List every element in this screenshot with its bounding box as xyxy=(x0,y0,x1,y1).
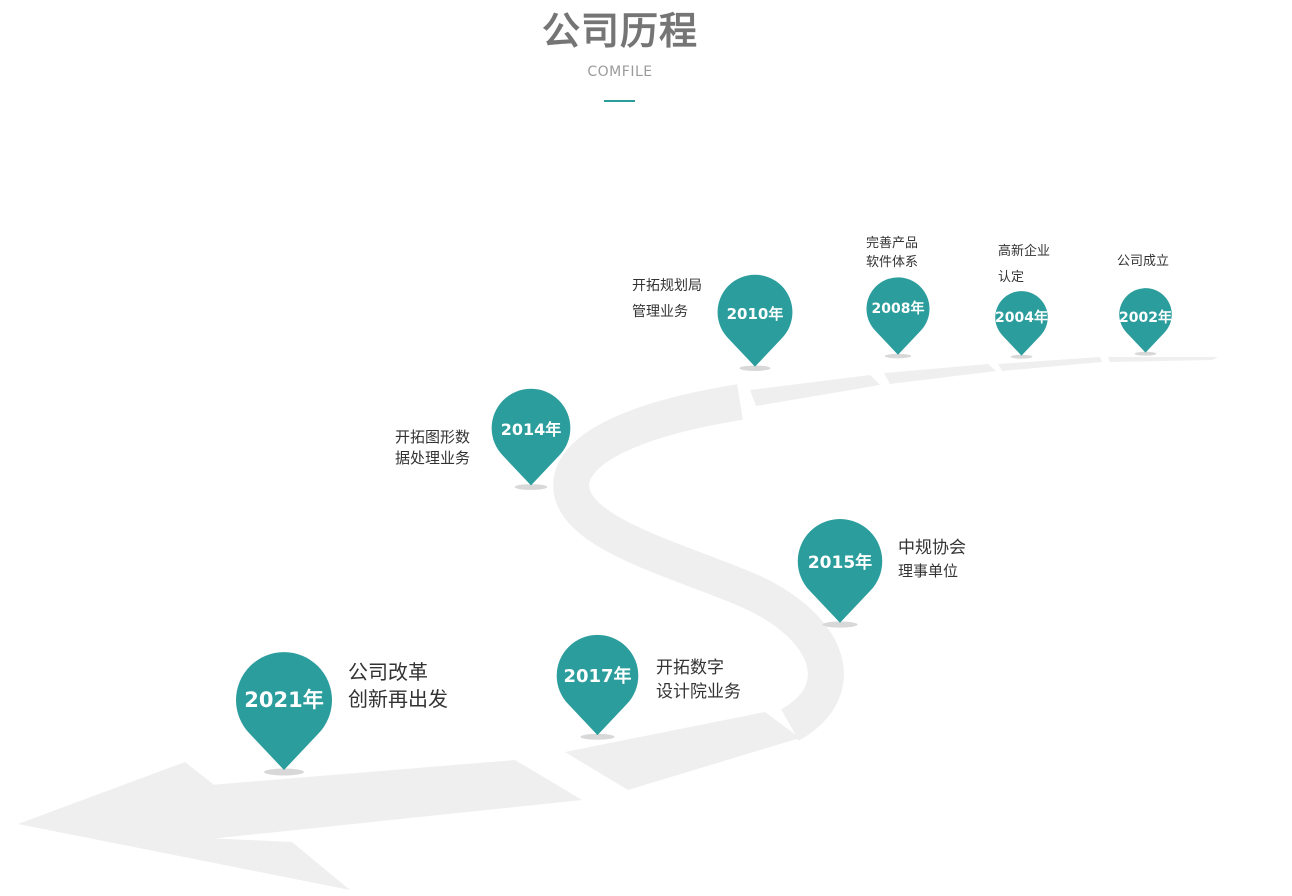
pin-2004: 2004年 xyxy=(994,290,1049,360)
page-subtitle: COMFILE xyxy=(587,64,653,80)
header: 公司历程 COMFILE xyxy=(0,0,1240,80)
milestone-description-line: 创新再出发 xyxy=(348,687,448,711)
milestone-description-line: 开拓规划局 xyxy=(632,278,702,294)
map-pin-icon xyxy=(236,652,332,776)
map-pin-icon xyxy=(717,274,793,371)
milestone-description-line: 公司成立 xyxy=(1117,254,1170,269)
map-pin-icon xyxy=(556,634,639,740)
road-segment xyxy=(200,760,582,840)
milestone-description-line: 理事单位 xyxy=(898,562,959,580)
milestone-description: 开拓数字 设计院业务 xyxy=(656,656,741,704)
milestone-year: 2004年 xyxy=(995,310,1048,326)
milestone-description-line: 开拓图形数 xyxy=(395,428,471,446)
milestone-year: 2017年 xyxy=(563,666,632,687)
title-underline xyxy=(604,100,635,102)
road-curve xyxy=(553,384,844,741)
pin-2010: 2010年 xyxy=(716,273,794,373)
milestone-description-line: 完善产品 xyxy=(866,236,919,251)
milestone-year: 2010年 xyxy=(726,305,784,323)
milestone-year: 2002年 xyxy=(1119,310,1172,326)
map-pin-icon xyxy=(1119,288,1172,356)
milestone-year: 2008年 xyxy=(871,301,925,317)
map-pin-icon xyxy=(995,291,1048,359)
pin-2015: 2015年 xyxy=(796,517,884,630)
milestone-year: 2014年 xyxy=(500,420,562,439)
milestone-description: 中规协会 理事单位 xyxy=(898,537,966,583)
milestone-description: 公司改革 创新再出发 xyxy=(348,659,448,713)
road-segment xyxy=(565,712,800,790)
pin-2008: 2008年 xyxy=(865,276,931,360)
milestone-description-line: 开拓数字 xyxy=(656,658,724,678)
milestone-description: 公司成立 xyxy=(1117,253,1169,271)
milestone-description: 完善产品 软件体系 xyxy=(866,234,918,272)
milestone-year: 2021年 xyxy=(244,688,324,712)
page-title: 公司历程 xyxy=(541,9,698,53)
road-segment xyxy=(884,364,996,384)
pin-2002: 2002年 xyxy=(1118,287,1173,357)
milestone-description-line: 认定 xyxy=(998,270,1025,285)
milestone-description-line: 高新企业 xyxy=(998,244,1051,259)
map-pin-icon xyxy=(797,519,883,628)
milestone-description-line: 管理业务 xyxy=(632,304,688,320)
milestone-description-line: 软件体系 xyxy=(866,255,919,270)
map-pin-icon xyxy=(866,277,930,359)
road-segment xyxy=(750,375,880,406)
pin-2017: 2017年 xyxy=(555,633,640,742)
milestone-description-line: 中规协会 xyxy=(898,538,966,558)
pin-2014: 2014年 xyxy=(490,387,572,492)
milestone-description-line: 设计院业务 xyxy=(656,682,741,702)
map-pin-icon xyxy=(491,388,571,490)
milestone-description-line: 据处理业务 xyxy=(395,449,471,467)
road-arrowhead xyxy=(18,762,350,890)
milestone-description-line: 公司改革 xyxy=(348,660,428,684)
milestone-description: 开拓规划局 管理业务 xyxy=(632,273,702,325)
pin-2021: 2021年 xyxy=(234,650,334,778)
milestone-description: 开拓图形数 据处理业务 xyxy=(395,427,470,469)
road-segment xyxy=(1108,357,1218,362)
milestone-year: 2015年 xyxy=(807,553,873,573)
road-segment xyxy=(998,357,1102,371)
milestone-description: 高新企业 认定 xyxy=(998,239,1050,291)
